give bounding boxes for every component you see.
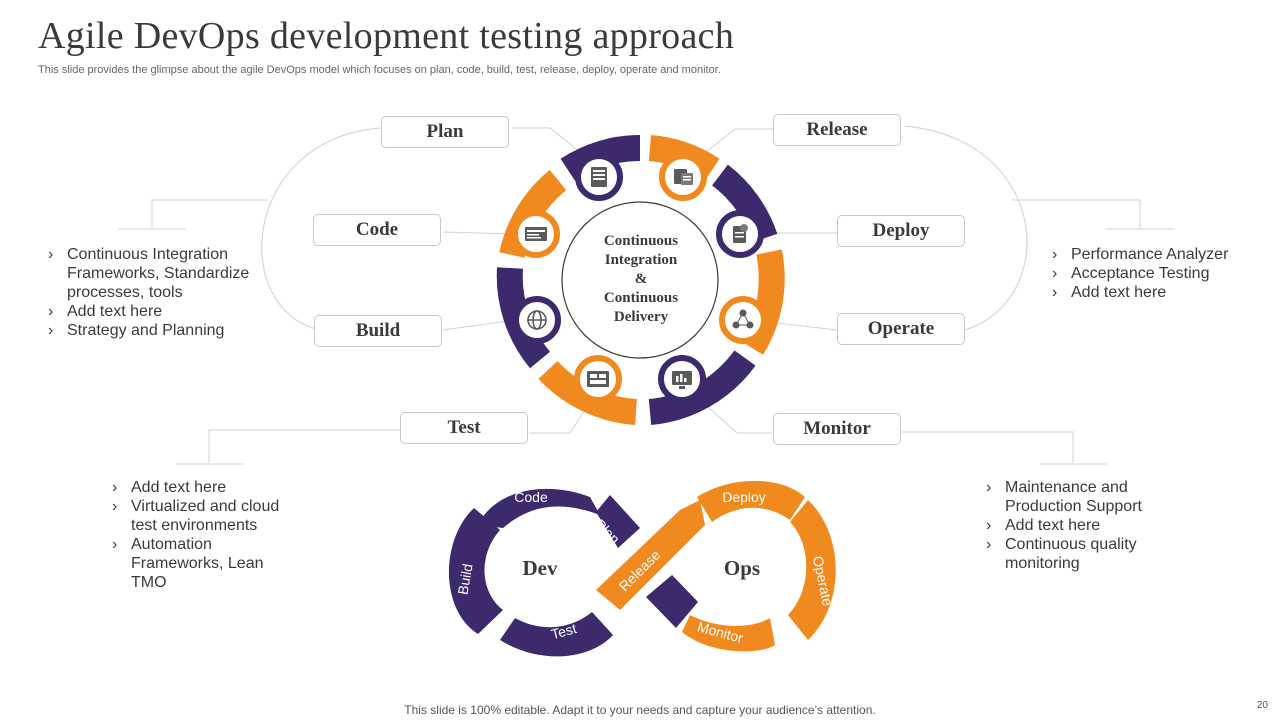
connector-code: [442, 231, 516, 235]
connector-release: [695, 128, 774, 161]
bullets-left-bottom: Add text here Virtualized and cloud test…: [112, 478, 302, 592]
list-item: Continuous quality monitoring: [986, 535, 1166, 573]
cycle-ring: [496, 135, 785, 425]
list-item: Add text here: [48, 302, 258, 321]
infinity-segment-lower-cross: [646, 575, 698, 628]
connector-test: [529, 401, 591, 434]
stage-label-build: Build: [314, 315, 442, 347]
icon-node-server: [575, 153, 623, 201]
center-line-4: Continuous: [603, 290, 679, 306]
infinity-label-code: Code: [514, 489, 548, 505]
connector-monitor: [699, 399, 772, 434]
invoice-icon: [674, 169, 693, 185]
network-nodes-icon: [732, 309, 754, 329]
left-bracket-arc: [261, 127, 381, 331]
list-item: Add text here: [112, 478, 302, 497]
list-item: Continuous Integration Frameworks, Stand…: [48, 245, 258, 302]
list-item: Acceptance Testing: [1052, 264, 1262, 283]
icon-node-global: [513, 296, 561, 344]
page-number: 20: [1256, 700, 1268, 711]
icon-node-dashboard: [574, 355, 622, 403]
center-line-3: &: [634, 271, 648, 287]
infinity-loop: [448, 480, 836, 657]
analytics-monitor-icon: [672, 371, 692, 389]
list-item: Maintenance and Production Support: [986, 478, 1166, 516]
stage-label-operate: Operate: [837, 313, 965, 345]
stage-label-deploy: Deploy: [837, 215, 965, 247]
cloud-document-icon: [733, 224, 748, 243]
connector-build: [442, 319, 516, 331]
infinity-segment-build: [448, 508, 503, 634]
bracket-right-bottom: [902, 431, 1074, 463]
infinity-label-build: Build: [454, 562, 475, 595]
infinity-segment-code: [478, 488, 600, 528]
list-item: Add text here: [986, 516, 1166, 535]
global-network-icon: [527, 310, 547, 330]
center-line-1: Continuous: [603, 233, 679, 249]
ring-arc-purple-3: [648, 350, 756, 425]
bullets-right-top: Performance Analyzer Acceptance Testing …: [1052, 245, 1262, 302]
icon-node-cloud-document: [716, 210, 764, 258]
stage-label-release: Release: [773, 114, 901, 146]
infinity-label-monitor: Monitor: [696, 618, 746, 646]
bullets-left-top: Continuous Integration Frameworks, Stand…: [48, 245, 258, 340]
infinity-label-test: Test: [549, 620, 578, 642]
right-bracket-arc: [904, 125, 1028, 331]
slide-footer: This slide is 100% editable. Adapt it to…: [404, 703, 876, 717]
infinity-dev-label: Dev: [523, 556, 558, 580]
icon-node-invoice: [659, 153, 707, 201]
infinity-segment-release: [596, 500, 705, 610]
list-item: Strategy and Planning: [48, 321, 258, 340]
code-window-icon: [525, 227, 547, 241]
infinity-segment-operate: [788, 500, 836, 640]
connectors: [118, 127, 1175, 465]
list-item: Performance Analyzer: [1052, 245, 1262, 264]
center-circle: [561, 201, 719, 359]
infinity-label-deploy: Deploy: [722, 489, 766, 505]
center-text: Continuous Integration & Continuous Deli…: [566, 232, 716, 327]
center-line-2: Integration: [604, 252, 678, 268]
infinity-ops-label: Ops: [724, 556, 760, 580]
connector-operate: [767, 321, 838, 331]
infinity-label-release: Release: [616, 546, 664, 594]
stage-label-test: Test: [400, 412, 528, 444]
bracket-left-top: [151, 199, 268, 228]
bracket-left-bottom: [208, 429, 400, 463]
list-item: Virtualized and cloud test environments: [112, 497, 302, 535]
stage-label-monitor: Monitor: [773, 413, 901, 445]
dashboard-icon: [587, 371, 609, 387]
infinity-segment-deploy: [697, 480, 805, 522]
server-icon: [591, 167, 607, 187]
stage-label-code: Code: [313, 214, 441, 246]
infinity-segment-plan: [596, 495, 640, 548]
stage-label-plan: Plan: [381, 116, 509, 148]
infinity-segment-monitor: [682, 615, 775, 652]
list-item: Automation Frameworks, Lean TMO: [112, 535, 302, 592]
icon-node-network: [719, 296, 767, 344]
infinity-label-plan: Plan: [592, 516, 623, 547]
bullets-right-bottom: Maintenance and Production Support Add t…: [986, 478, 1166, 573]
bracket-right-top: [1012, 199, 1141, 228]
list-item: Add text here: [1052, 283, 1262, 302]
icon-node-code-window: [512, 210, 560, 258]
slide-title: Agile DevOps development testing approac…: [38, 15, 735, 57]
icon-node-analytics: [658, 355, 706, 403]
center-line-5: Delivery: [613, 309, 669, 325]
infinity-label-operate: Operate: [810, 555, 836, 608]
slide-subtitle: This slide provides the glimpse about th…: [38, 64, 721, 76]
infinity-segment-test: [500, 612, 613, 657]
connector-plan: [512, 127, 591, 161]
